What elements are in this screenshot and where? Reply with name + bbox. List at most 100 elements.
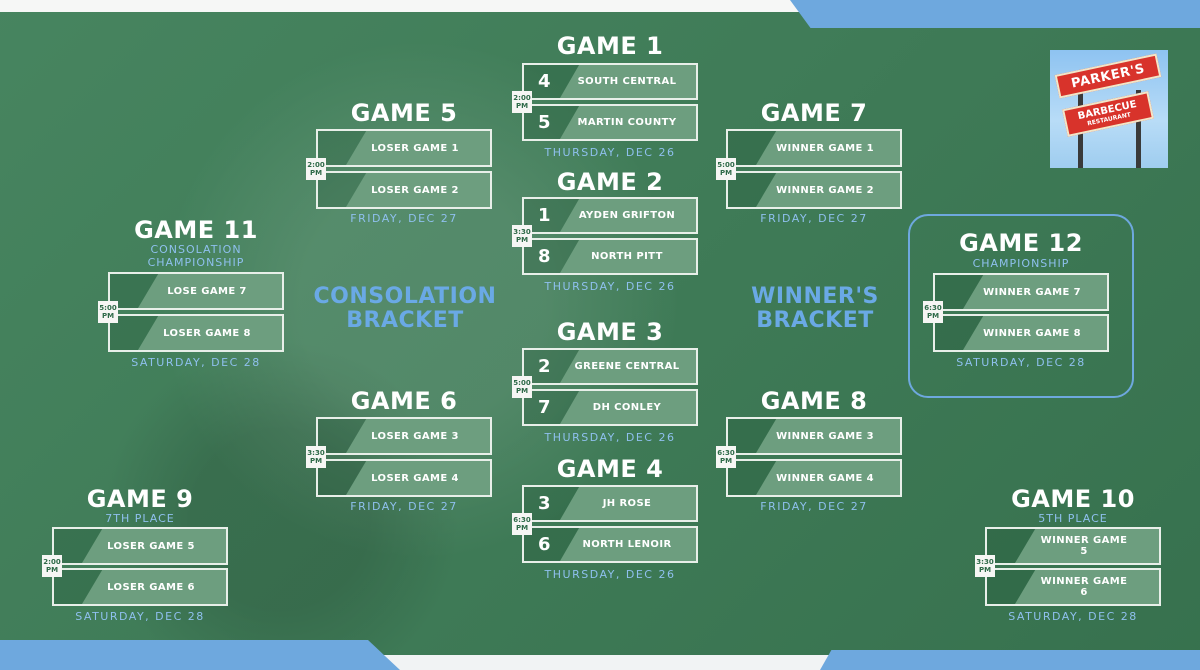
championship-frame — [908, 214, 1134, 398]
time-value: 6:30 — [924, 304, 942, 312]
seed-number: 1 — [538, 205, 551, 226]
seed-number: 6 — [538, 534, 551, 555]
slot-shade — [560, 65, 696, 98]
game-12-date: SATURDAY, DEC 28 — [956, 356, 1086, 369]
seed-number: 5 — [538, 112, 551, 133]
sponsor-logo: PARKER'S BARBECUE RESTAURANT — [1050, 50, 1168, 168]
game-6-slot-1[interactable]: LOSER GAME 3 — [316, 417, 492, 455]
game-11-date: SATURDAY, DEC 28 — [131, 356, 261, 369]
game-5-slot-2[interactable]: LOSER GAME 2 — [316, 171, 492, 209]
slot-shade — [963, 275, 1107, 309]
game-9-title: GAME 9 — [86, 485, 194, 513]
slot-shade — [82, 570, 226, 604]
game-5-title: GAME 5 — [350, 99, 458, 127]
time-meridiem: PM — [719, 457, 733, 465]
game-3-time: 5:00 PM — [512, 376, 532, 398]
slot-name: LOSER GAME 4 — [371, 472, 459, 484]
slot-name: WINNER GAME 5 — [1015, 529, 1153, 563]
slot-name: LOSER GAME 3 — [371, 430, 459, 442]
game-3-team-1[interactable]: 2 GREENE CENTRAL — [522, 348, 698, 385]
slot-shade — [560, 199, 696, 232]
game-12-slot-2[interactable]: WINNER GAME 8 — [933, 314, 1109, 352]
game-4-date: THURSDAY, DEC 26 — [544, 568, 676, 581]
game-5-slot-1[interactable]: LOSER GAME 1 — [316, 129, 492, 167]
top-accent — [790, 0, 1200, 28]
slot-shade — [138, 274, 282, 308]
game-6-time: 3:30 PM — [306, 446, 326, 468]
slot-shade — [346, 173, 490, 207]
game-2-date: THURSDAY, DEC 26 — [544, 280, 676, 293]
seed-number: 2 — [538, 356, 551, 377]
game-4-team-1[interactable]: 3 JH ROSE — [522, 485, 698, 522]
game-7-slot-2[interactable]: WINNER GAME 2 — [726, 171, 902, 209]
game-11-subtitle: CONSOLATION CHAMPIONSHIP — [108, 243, 284, 269]
slot-name: WINNER GAME 4 — [776, 472, 874, 484]
game-2-team-2[interactable]: 8 NORTH PITT — [522, 238, 698, 275]
slot-name: LOSER GAME 1 — [371, 142, 459, 154]
slot-name-line-1: WINNER GAME — [1040, 576, 1128, 587]
time-value: 3:30 — [513, 228, 531, 236]
game-8-slot-1[interactable]: WINNER GAME 3 — [726, 417, 902, 455]
slot-name: LOSER GAME 5 — [107, 540, 195, 552]
game-11-slot-1[interactable]: LOSE GAME 7 — [108, 272, 284, 310]
game-1-time: 2:00 PM — [512, 91, 532, 113]
slot-name: LOSE GAME 7 — [167, 285, 247, 297]
slot-name: LOSER GAME 6 — [107, 581, 195, 593]
game-2-team-1[interactable]: 1 AYDEN GRIFTON — [522, 197, 698, 234]
game-10-slot-2[interactable]: WINNER GAME 6 — [985, 568, 1161, 606]
game-9-slot-2[interactable]: LOSER GAME 6 — [52, 568, 228, 606]
game-10-subtitle: 5TH PLACE — [1038, 512, 1108, 525]
team-name: DH CONLEY — [592, 402, 662, 413]
time-meridiem: PM — [45, 566, 59, 574]
time-meridiem: PM — [309, 457, 323, 465]
seed-number: 8 — [538, 246, 551, 267]
game-1-date: THURSDAY, DEC 26 — [544, 146, 676, 159]
bottom-accent-right — [820, 650, 1200, 670]
game-10-slot-1[interactable]: WINNER GAME 5 — [985, 527, 1161, 565]
seed-number: 3 — [538, 493, 551, 514]
game-12-slot-1[interactable]: WINNER GAME 7 — [933, 273, 1109, 311]
game-6-date: FRIDAY, DEC 27 — [350, 500, 458, 513]
slot-shade — [346, 131, 490, 165]
slot-name: WINNER GAME 3 — [776, 430, 874, 442]
time-meridiem: PM — [515, 236, 529, 244]
seed-number: 4 — [538, 71, 551, 92]
slot-shade — [82, 529, 226, 563]
game-4-time: 6:30 PM — [512, 513, 532, 535]
game-1-team-2[interactable]: 5 MARTIN COUNTY — [522, 104, 698, 141]
team-name: GREENE CENTRAL — [574, 361, 680, 372]
game-8-time: 6:30 PM — [716, 446, 736, 468]
game-3-title: GAME 3 — [556, 318, 664, 346]
logo-pole-right — [1136, 90, 1141, 168]
team-name: SOUTH CENTRAL — [577, 76, 677, 87]
game-11-time: 5:00 PM — [98, 301, 118, 323]
game-10-title: GAME 10 — [1011, 485, 1135, 513]
consolation-label-line1: CONSOLATION — [313, 284, 497, 309]
game-6-slot-2[interactable]: LOSER GAME 4 — [316, 459, 492, 497]
game-7-slot-1[interactable]: WINNER GAME 1 — [726, 129, 902, 167]
time-value: 2:00 — [513, 94, 531, 102]
slot-shade — [346, 461, 490, 495]
game-1-team-1[interactable]: 4 SOUTH CENTRAL — [522, 63, 698, 100]
slot-name: LOSER GAME 8 — [163, 327, 251, 339]
game-3-date: THURSDAY, DEC 26 — [544, 431, 676, 444]
time-meridiem: PM — [719, 169, 733, 177]
bottom-accent — [0, 640, 400, 670]
game-6-title: GAME 6 — [350, 387, 458, 415]
slot-shade — [560, 240, 696, 273]
slot-shade — [756, 419, 900, 453]
time-value: 3:30 — [976, 558, 994, 566]
game-8-date: FRIDAY, DEC 27 — [760, 500, 868, 513]
game-11-slot-2[interactable]: LOSER GAME 8 — [108, 314, 284, 352]
game-4-team-2[interactable]: 6 NORTH LENOIR — [522, 526, 698, 563]
game-11-title: GAME 11 — [134, 216, 258, 244]
time-meridiem: PM — [309, 169, 323, 177]
time-value: 3:30 — [307, 449, 325, 457]
subtitle-line-1: CONSOLATION — [150, 243, 242, 256]
game-10-time: 3:30 PM — [975, 555, 995, 577]
game-8-slot-2[interactable]: WINNER GAME 4 — [726, 459, 902, 497]
game-3-team-2[interactable]: 7 DH CONLEY — [522, 389, 698, 426]
slot-name: WINNER GAME 2 — [776, 184, 874, 196]
game-7-title: GAME 7 — [760, 99, 868, 127]
game-9-slot-1[interactable]: LOSER GAME 5 — [52, 527, 228, 565]
